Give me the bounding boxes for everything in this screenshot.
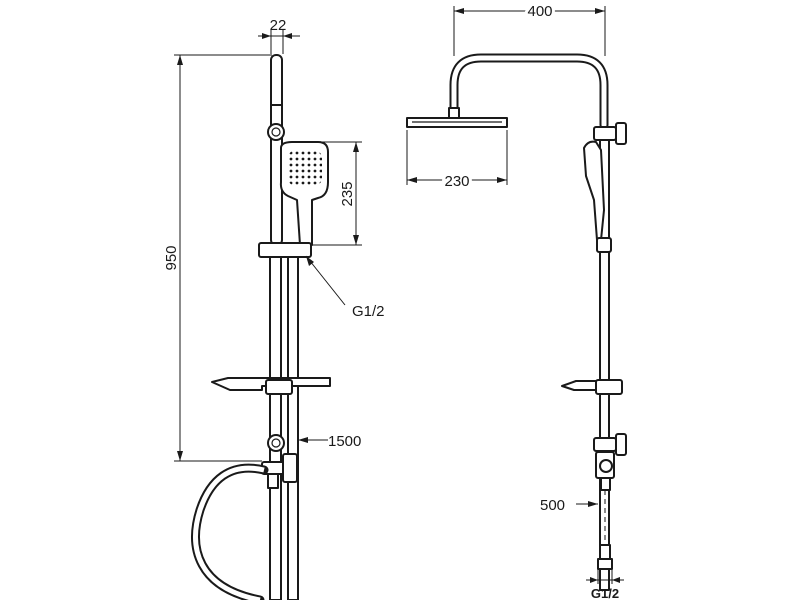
- dim-head-width: 230: [406, 130, 508, 193]
- front-hand-shower: [583, 140, 605, 241]
- rail-width-label: 22: [270, 17, 287, 34]
- shower-hose: [191, 463, 269, 600]
- shower-hose-inner: [193, 465, 265, 600]
- front-soap-dish: [561, 379, 623, 395]
- dim-total-height: 950: [163, 54, 272, 462]
- riser-pipe: [287, 254, 299, 600]
- total-height-label: 950: [163, 245, 180, 270]
- dim-arm-width: 400: [453, 0, 606, 56]
- upper-wall-bracket: [267, 123, 285, 141]
- dim-extension-length: 500: [540, 497, 598, 514]
- head-width-label: 230: [444, 173, 469, 190]
- front-diverter: [595, 451, 615, 491]
- front-lower-bracket: [593, 433, 627, 456]
- bottom-thread-label: G1/2: [591, 586, 619, 600]
- dim-hose-length: 1500: [298, 433, 361, 450]
- dim-connection-thread: G1/2: [305, 255, 385, 320]
- head-connector: [448, 107, 460, 119]
- dim-bottom-thread: G1/2: [586, 566, 624, 600]
- soap-dish: [211, 377, 331, 395]
- hand-shower: [279, 141, 329, 246]
- dim-rail-width: 22: [258, 17, 300, 54]
- arm-width-label: 400: [527, 3, 552, 20]
- front-slider: [596, 237, 612, 253]
- connection-thread-label: G1/2: [352, 303, 385, 320]
- dim-hand-shower-length: 235: [312, 141, 362, 246]
- hose-length-label: 1500: [328, 433, 361, 450]
- front-view: [406, 53, 627, 591]
- hand-shower-length-label: 235: [339, 181, 356, 206]
- overhead-arm: [449, 53, 609, 130]
- lower-wall-bracket: [267, 434, 285, 452]
- front-upper-bracket: [593, 122, 627, 145]
- extension-length-label: 500: [540, 497, 565, 514]
- rain-shower-head: [406, 117, 508, 128]
- slider-holder: [258, 242, 312, 258]
- bottom-nipple: [597, 544, 613, 570]
- rail-lower: [269, 254, 282, 600]
- side-view: [191, 54, 331, 600]
